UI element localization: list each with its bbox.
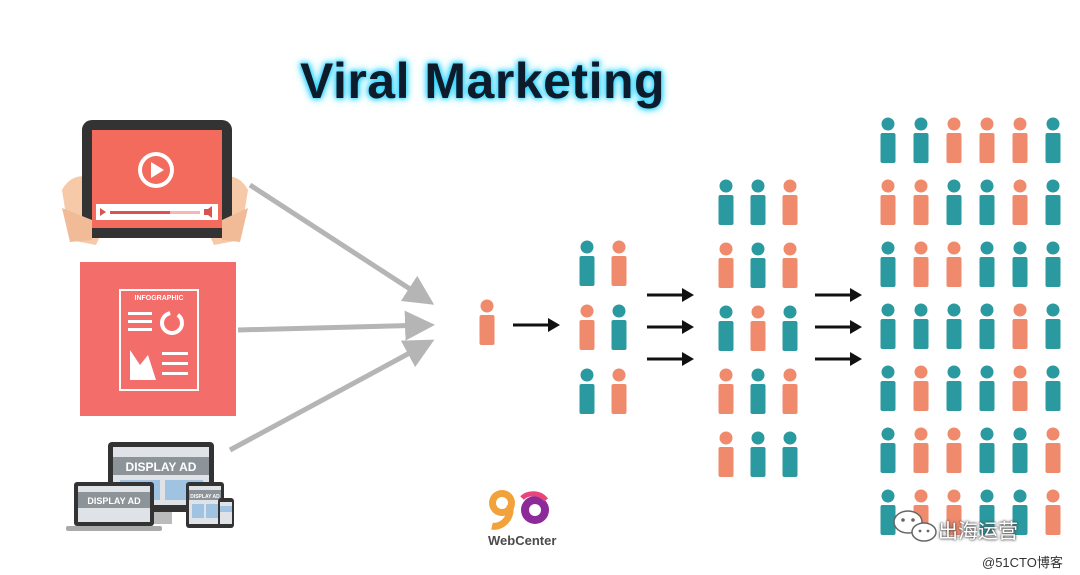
person-icon	[946, 303, 962, 349]
arrow-stage2-to-stage3-mid	[647, 320, 694, 334]
person-icon	[611, 368, 627, 414]
person-icon	[946, 117, 962, 163]
devices-display-ad-icon: DISPLAY AD DISPLAY AD DISPLAY AD	[66, 442, 234, 531]
person-icon	[979, 303, 995, 349]
person-icon	[880, 489, 896, 535]
infographic-icon: INFOGRAPHIC	[80, 262, 236, 416]
stage-1-group	[479, 299, 495, 345]
arrow-video-to-seed	[248, 182, 435, 305]
person-icon	[718, 368, 734, 414]
person-icon	[579, 368, 595, 414]
arrow-stage3-to-stage4-mid	[815, 320, 862, 334]
person-icon	[1012, 241, 1028, 287]
stage-3-group	[718, 179, 798, 477]
person-icon	[946, 427, 962, 473]
person-icon	[1045, 489, 1061, 535]
person-icon	[880, 179, 896, 225]
wechat-icon	[893, 510, 937, 542]
person-icon	[750, 431, 766, 477]
person-icon	[1045, 303, 1061, 349]
person-icon	[979, 365, 995, 411]
person-icon	[946, 489, 962, 535]
person-icon	[579, 240, 595, 286]
person-icon	[750, 242, 766, 288]
person-icon	[1045, 241, 1061, 287]
person-icon	[880, 427, 896, 473]
person-icon	[611, 240, 627, 286]
person-icon	[1012, 303, 1028, 349]
person-icon	[718, 431, 734, 477]
person-icon	[979, 117, 995, 163]
person-icon	[979, 427, 995, 473]
person-icon	[579, 304, 595, 350]
display-ad-tiny-label: DISPLAY AD	[190, 494, 220, 500]
person-icon	[880, 241, 896, 287]
person-icon	[880, 365, 896, 411]
person-icon	[1012, 427, 1028, 473]
arrow-stage2-to-stage3-bottom	[647, 352, 694, 366]
person-icon	[880, 303, 896, 349]
person-icon	[782, 305, 798, 351]
person-icon	[1045, 427, 1061, 473]
display-ad-small-label: DISPLAY AD	[87, 496, 141, 506]
person-icon	[913, 365, 929, 411]
person-icon	[750, 368, 766, 414]
person-icon	[479, 299, 495, 345]
person-icon	[1045, 179, 1061, 225]
page-title: Viral Marketing	[300, 53, 666, 109]
person-icon	[1045, 365, 1061, 411]
watermark-text: 出海运营	[938, 521, 1018, 543]
person-icon	[1045, 117, 1061, 163]
arrow-infographic-to-seed	[237, 310, 435, 341]
webcenter-logo-text: WebCenter	[488, 533, 557, 548]
person-icon	[718, 305, 734, 351]
source-arrows	[228, 182, 435, 453]
person-icon	[750, 179, 766, 225]
person-icon	[913, 303, 929, 349]
person-icon	[979, 489, 995, 535]
person-icon	[718, 242, 734, 288]
person-icon	[1012, 117, 1028, 163]
people-groups	[479, 117, 1061, 535]
display-ad-large-label: DISPLAY AD	[126, 460, 197, 474]
person-icon	[880, 117, 896, 163]
arrow-stage3-to-stage4-top	[815, 288, 862, 302]
person-icon	[611, 304, 627, 350]
person-icon	[913, 241, 929, 287]
webcenter-logo-icon	[489, 490, 549, 530]
person-icon	[913, 179, 929, 225]
arrow-stage2-to-stage3-top	[647, 288, 694, 302]
person-icon	[782, 242, 798, 288]
person-icon	[946, 365, 962, 411]
stage-2-group	[579, 240, 627, 414]
person-icon	[979, 179, 995, 225]
video-player-tablet-icon	[62, 120, 248, 245]
person-icon	[1012, 489, 1028, 535]
person-icon	[782, 431, 798, 477]
spread-arrows	[513, 288, 862, 366]
person-icon	[946, 241, 962, 287]
person-icon	[913, 427, 929, 473]
person-icon	[913, 117, 929, 163]
arrow-stage3-to-stage4-bottom	[815, 352, 862, 366]
person-icon	[1012, 179, 1028, 225]
credit-text: @51CTO博客	[982, 555, 1063, 570]
person-icon	[782, 179, 798, 225]
arrow-display-to-seed	[228, 339, 435, 453]
person-icon	[979, 241, 995, 287]
person-icon	[750, 305, 766, 351]
person-icon	[718, 179, 734, 225]
person-icon	[782, 368, 798, 414]
person-icon	[1012, 365, 1028, 411]
arrow-stage1-to-stage2	[513, 318, 560, 332]
stage-4-group	[880, 117, 1061, 535]
infographic-label: INFOGRAPHIC	[135, 295, 184, 302]
person-icon	[946, 179, 962, 225]
